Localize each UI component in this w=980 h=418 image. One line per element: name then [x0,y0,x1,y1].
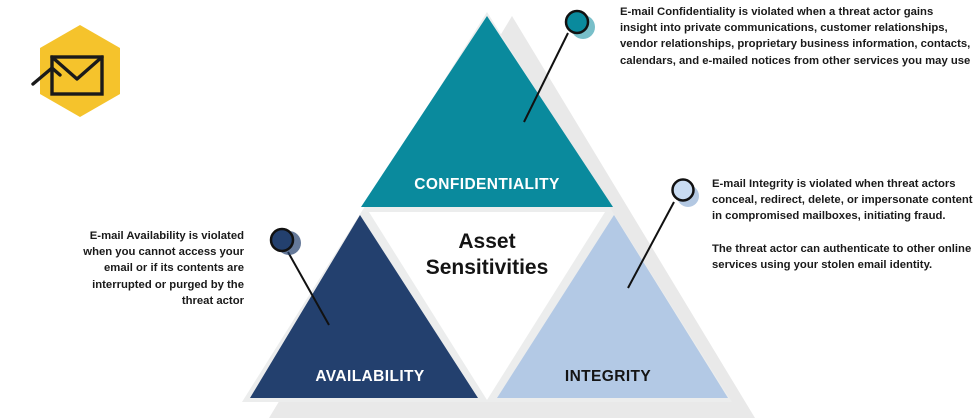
leader-line-availability [287,251,330,326]
callout-dot-confidentiality[interactable] [564,9,590,35]
callout-dot-integrity[interactable] [671,178,695,202]
center-title-line1: Asset [458,230,515,253]
callout-text-confidentiality: E-mail Confidentiality is violated when … [620,6,971,67]
center-title-line2: Sensitivities [426,256,549,279]
callout-dot-availability[interactable] [269,227,295,253]
leader-line-integrity [627,201,675,289]
callout-integrity-paragraph-1: E-mail Integrity is violated when threat… [712,178,973,223]
callout-text-availability: E-mail Availability is violated when you… [83,230,244,307]
segment-availability[interactable] [250,215,478,398]
segment-label-confidentiality: CONFIDENTIALITY [414,176,560,193]
leader-line-confidentiality [523,32,569,123]
callout-integrity-paragraph-2: The threat actor can authenticate to oth… [712,242,972,271]
segment-confidentiality[interactable] [361,16,613,207]
segment-label-availability: AVAILABILITY [315,368,425,385]
email-hexagon-icon [31,25,120,117]
envelope-icon [31,55,104,96]
callout-text-integrity: E-mail Integrity is violated when threat… [712,176,974,273]
center-inverted-triangle [369,212,605,400]
segment-integrity[interactable] [497,215,728,398]
segment-label-integrity: INTEGRITY [565,368,652,385]
